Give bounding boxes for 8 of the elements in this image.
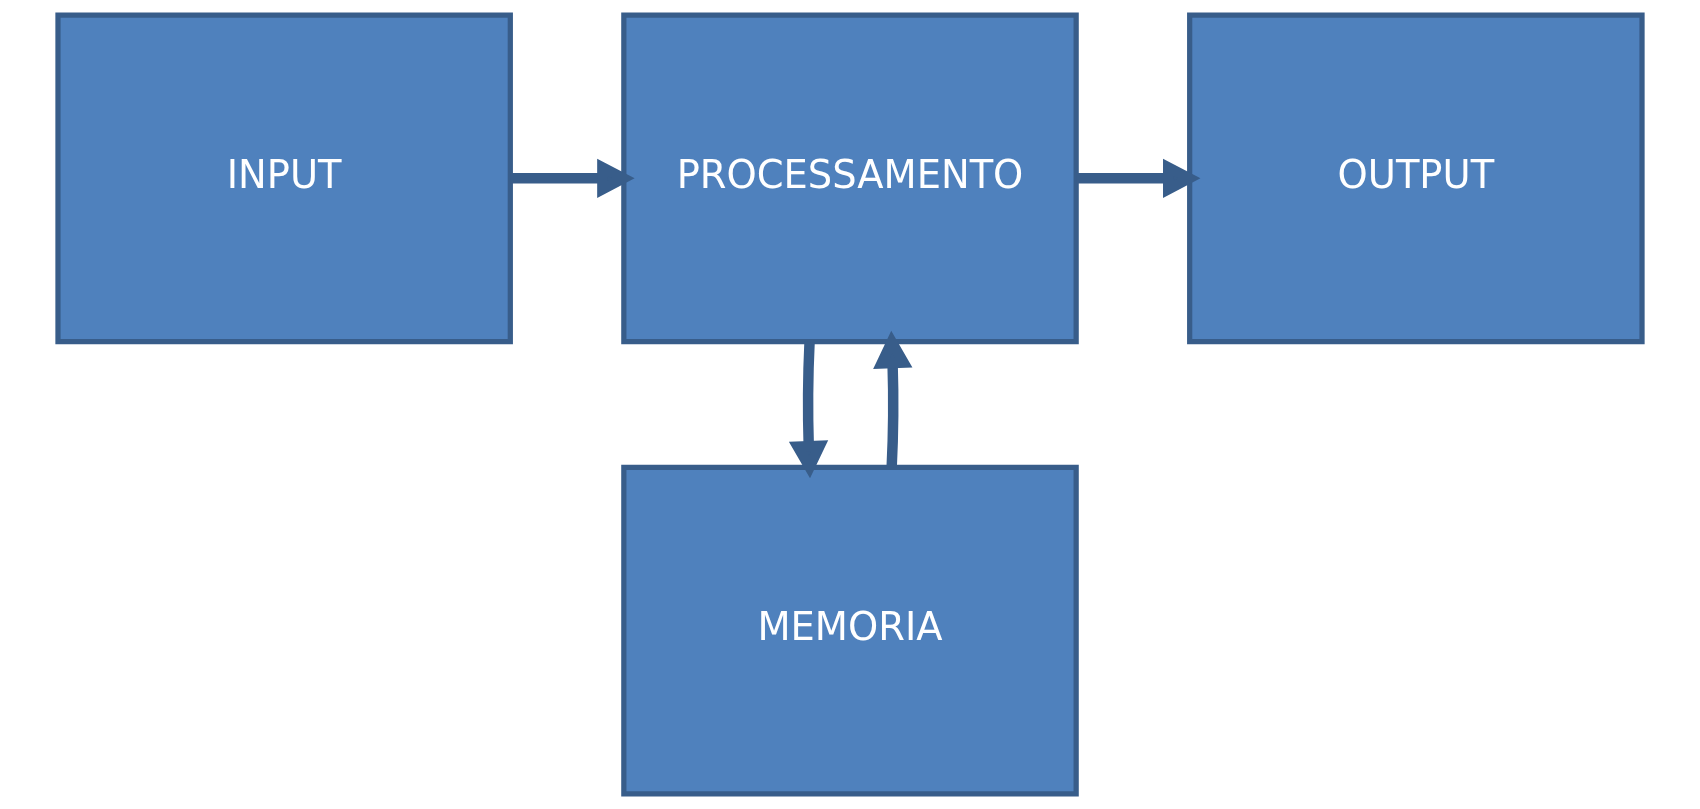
node-box: PROCESSAMENTO [621,12,1079,345]
node-box: MEMORIA [621,464,1079,797]
node-box: INPUT [55,12,513,345]
arrow [510,158,635,198]
node-box: OUTPUT [1187,12,1645,345]
arrow [1076,158,1201,198]
arrow [788,341,829,479]
arrow [873,330,913,468]
